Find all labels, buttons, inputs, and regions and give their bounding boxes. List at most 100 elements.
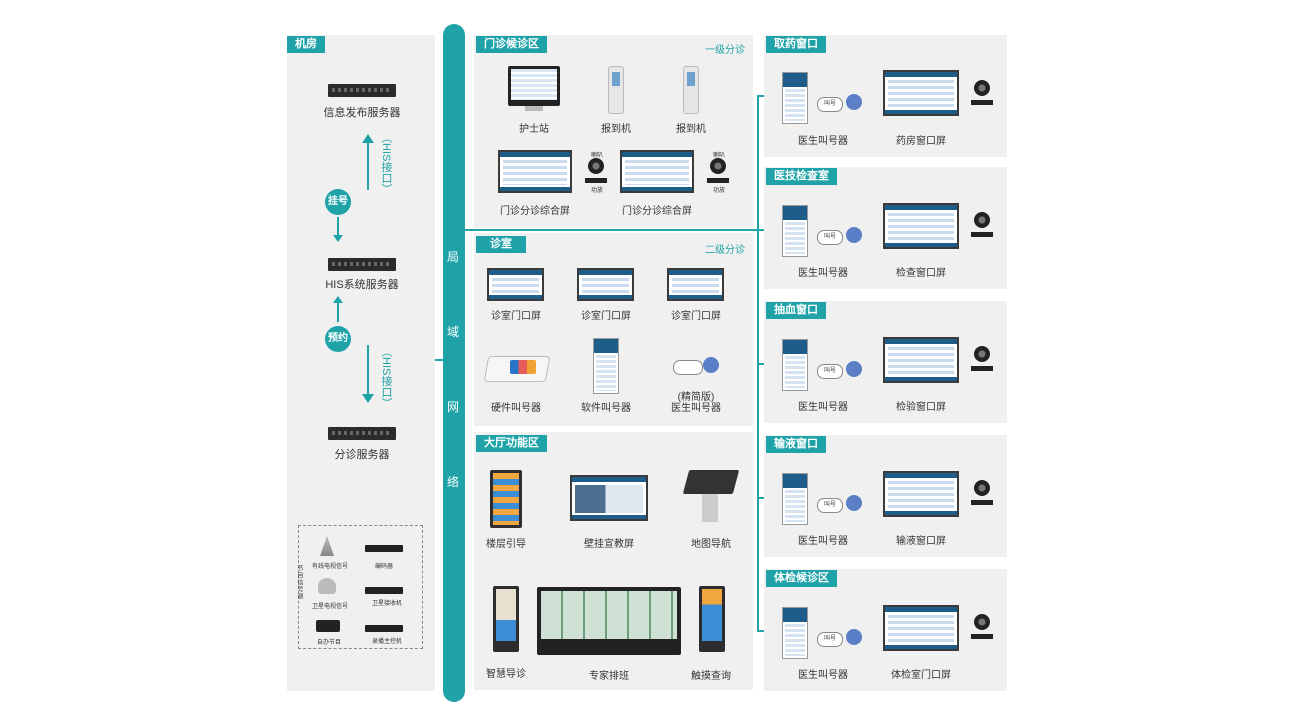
clinic-screen-1-icon [498, 150, 572, 193]
pharmacy-screen-icon [883, 70, 959, 116]
arrow-up-small-shaft [337, 302, 339, 322]
lite-caller-pill [673, 360, 703, 375]
hardware-caller-label: 硬件叫号器 [491, 403, 541, 414]
checkup-pill: 叫号 [817, 632, 843, 647]
blood-ball [846, 361, 862, 377]
blood-caller-icon [782, 339, 808, 391]
room-screen-3-label: 诊室门口屏 [671, 311, 721, 322]
clinic-screen-2-label: 门诊分诊综合屏 [622, 206, 692, 217]
hall-tag: 大厅功能区 [476, 435, 547, 452]
signal-source-box [298, 525, 423, 649]
lan-char-4: 络 [447, 475, 460, 489]
software-caller-label: 软件叫号器 [581, 403, 631, 414]
mid-connector [465, 229, 758, 231]
wall-screen-label: 壁挂宣教屏 [584, 539, 634, 550]
blood-screen-icon [883, 337, 959, 383]
his-server-icon [328, 258, 396, 271]
infusion-pill: 叫号 [817, 498, 843, 513]
checkup-speaker-icon [974, 614, 990, 630]
pharmacy-pill: 叫号 [817, 97, 843, 112]
exam-speaker-icon [974, 212, 990, 228]
wall-screen-icon [570, 475, 648, 521]
map-nav-icon [682, 470, 740, 494]
clinic-amp-2-icon [707, 178, 729, 183]
satellite-tv-label: 卫星电视信号 [312, 604, 349, 610]
touch-query-screen [702, 589, 722, 641]
room-tag: 诊室 [476, 236, 526, 253]
appointment-badge: 预约 [325, 326, 351, 352]
server-room-tag: 机房 [287, 36, 325, 53]
lan-char-1: 局 [447, 250, 460, 264]
exam-tag: 医技检查室 [766, 168, 837, 185]
exam-pill: 叫号 [817, 230, 843, 245]
recorder-device-icon [365, 625, 403, 632]
left-connector [435, 359, 445, 361]
clinic-tag: 门诊候诊区 [476, 36, 547, 53]
arrow-down-head [333, 235, 343, 242]
checkin-kiosk-2-label: 报到机 [676, 124, 706, 135]
exam-caller-label: 医生叫号器 [798, 268, 848, 279]
satellite-receiver-icon [365, 587, 403, 594]
infusion-screen-icon [883, 471, 959, 517]
recorder-label: 录播主控机 [372, 639, 403, 645]
triage-server-label: 分诊服务器 [334, 449, 390, 461]
lan-bus [443, 24, 465, 702]
blood-screen-label: 检验窗口屏 [896, 402, 946, 413]
software-caller-icon [593, 338, 619, 394]
satellite-receiver-label: 卫星接收机 [372, 601, 403, 607]
pharmacy-speaker-icon [974, 80, 990, 96]
pharmacy-ball [846, 94, 862, 110]
infusion-amp-icon [971, 500, 993, 505]
room-screen-2-icon [577, 268, 634, 301]
exam-caller-icon [782, 205, 808, 257]
clinic-amp-1-label: 功放 [591, 188, 604, 194]
checkup-tag: 体检候诊区 [766, 570, 837, 587]
lite-caller-label-2: 医生叫号器 [671, 403, 721, 414]
lite-caller-ball [703, 357, 719, 373]
lan-char-2: 域 [447, 325, 460, 339]
exam-ball [846, 227, 862, 243]
nurse-station-stand [525, 106, 543, 111]
map-nav-label: 地图导航 [691, 539, 731, 550]
exam-screen-icon [883, 203, 959, 249]
infusion-tag: 输液窗口 [766, 436, 826, 453]
right-conn-3 [757, 363, 764, 365]
registration-badge: 挂号 [325, 189, 351, 215]
triage-server-icon [328, 427, 396, 440]
blood-caller-label: 医生叫号器 [798, 402, 848, 413]
his-interface-bottom: （HIS接口） [380, 346, 392, 409]
encoder-label: 编码器 [375, 564, 394, 570]
his-interface-top: （HIS接口） [380, 132, 392, 195]
room-screen-2-label: 诊室门口屏 [581, 311, 631, 322]
touch-query-label: 触摸查询 [691, 671, 731, 682]
checkin-kiosk-2-icon [683, 66, 699, 114]
expert-schedule-label: 专家排班 [589, 671, 629, 682]
room-level: 二级分诊 [705, 245, 745, 256]
info-server-icon [328, 84, 396, 97]
pharmacy-caller-label: 医生叫号器 [798, 136, 848, 147]
right-conn-5 [757, 630, 764, 632]
hardware-caller-keys [510, 360, 536, 374]
server-room-panel [287, 35, 435, 691]
arrow-down2-shaft [367, 345, 369, 395]
checkup-screen-icon [883, 605, 959, 651]
arrow-up-shaft [367, 140, 369, 190]
room-screen-1-label: 诊室门口屏 [491, 311, 541, 322]
checkup-amp-icon [971, 634, 993, 639]
clinic-horn-2-label: 喇叭 [713, 153, 726, 159]
right-conn-4 [757, 497, 764, 499]
blood-tag: 抽血窗口 [766, 302, 826, 319]
signal-source-title: 节目信号源 [296, 565, 302, 600]
clinic-amp-2-label: 功放 [713, 188, 726, 194]
nurse-station-screen [511, 69, 557, 100]
self-program-label: 自办节目 [317, 640, 342, 646]
checkin-kiosk-1-label: 报到机 [601, 124, 631, 135]
clinic-level: 一级分诊 [705, 45, 745, 56]
arrow-up-head [362, 134, 374, 143]
floor-guide-label: 楼层引导 [486, 539, 526, 550]
right-conn-2 [757, 229, 764, 231]
clinic-amp-1-icon [585, 178, 607, 183]
lan-char-3: 网 [447, 400, 460, 414]
checkup-ball [846, 629, 862, 645]
infusion-caller-label: 医生叫号器 [798, 536, 848, 547]
